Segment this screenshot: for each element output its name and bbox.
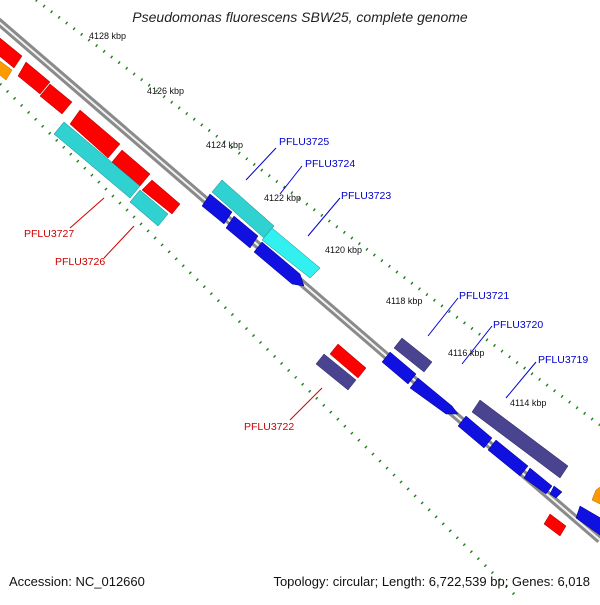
reverse-strand-genes	[0, 37, 600, 537]
gene-arrow-blue[interactable]	[225, 215, 259, 249]
gene-label-pflu3727[interactable]: PFLU3727	[24, 228, 74, 240]
kbp-label: 4124 kbp	[206, 140, 243, 150]
gene-arrow-cyan[interactable]	[129, 189, 169, 227]
gene-arrow-red[interactable]	[69, 109, 121, 159]
gene-arrow-red[interactable]	[543, 513, 567, 537]
kbp-label: 4118 kbp	[386, 296, 422, 306]
gene-arrow-blue[interactable]	[381, 351, 417, 385]
accession-text: Accession: NC_012660	[9, 574, 145, 589]
gene-arrow-blue[interactable]	[523, 467, 553, 495]
kbp-label: 4128 kbp	[89, 31, 126, 41]
gene-label-pflu3725[interactable]: PFLU3725	[279, 136, 329, 148]
kbp-label: 4126 kbp	[147, 86, 184, 96]
gene-arrow-red[interactable]	[0, 37, 23, 69]
gene-arrow-blue[interactable]	[409, 377, 459, 415]
gene-arrow-cyan[interactable]	[53, 121, 141, 199]
gene-arrow-blue[interactable]	[201, 193, 233, 225]
inner-scale-ring	[0, 82, 522, 602]
gene-label-pflu3722[interactable]: PFLU3722	[244, 421, 294, 433]
kbp-label: 4120 kbp	[325, 245, 362, 255]
gene-labels: PFLU3725 PFLU3724 PFLU3723 PFLU3721 PFLU…	[24, 136, 588, 433]
forward-strand-genes	[201, 193, 600, 538]
label-leaders	[69, 147, 537, 421]
gene-label-pflu3720[interactable]: PFLU3720	[493, 319, 543, 331]
kbp-label: 4116 kbp	[448, 348, 484, 358]
gene-label-pflu3719[interactable]: PFLU3719	[538, 354, 588, 366]
map-title: Pseudomonas fluorescens SBW25, complete …	[132, 9, 468, 25]
gene-arrow-blue[interactable]	[487, 439, 529, 477]
gene-arrow-red[interactable]	[17, 61, 51, 95]
gene-arrow-blue[interactable]	[575, 505, 600, 538]
gene-arrow-blue[interactable]	[253, 241, 305, 287]
gene-arrow-red[interactable]	[39, 83, 73, 115]
kbp-scale-labels: 4128 kbp 4126 kbp 4124 kbp 4122 kbp 4120…	[89, 31, 546, 408]
gene-arrow-blue[interactable]	[457, 415, 493, 449]
gene-arrow-purple[interactable]	[315, 353, 357, 391]
genome-summary-text: Topology: circular; Length: 6,722,539 bp…	[273, 574, 590, 589]
gene-arrow-cyan[interactable]	[261, 227, 321, 279]
gene-arrow-orange[interactable]	[591, 484, 600, 506]
gene-arrow-red[interactable]	[141, 179, 181, 215]
gene-label-pflu3726[interactable]: PFLU3726	[55, 256, 105, 268]
gene-label-pflu3724[interactable]: PFLU3724	[305, 158, 355, 170]
gene-arrow-blue[interactable]	[549, 485, 563, 499]
kbp-label: 4114 kbp	[510, 398, 546, 408]
kbp-label: 4122 kbp	[264, 193, 301, 203]
gene-arrow-orange[interactable]	[0, 58, 13, 81]
gene-arrow-red[interactable]	[329, 343, 367, 379]
gene-label-pflu3721[interactable]: PFLU3721	[459, 290, 509, 302]
gene-label-pflu3723[interactable]: PFLU3723	[341, 190, 391, 202]
gene-arrow-purple[interactable]	[393, 337, 433, 373]
gene-arrow-purple[interactable]	[471, 399, 569, 479]
